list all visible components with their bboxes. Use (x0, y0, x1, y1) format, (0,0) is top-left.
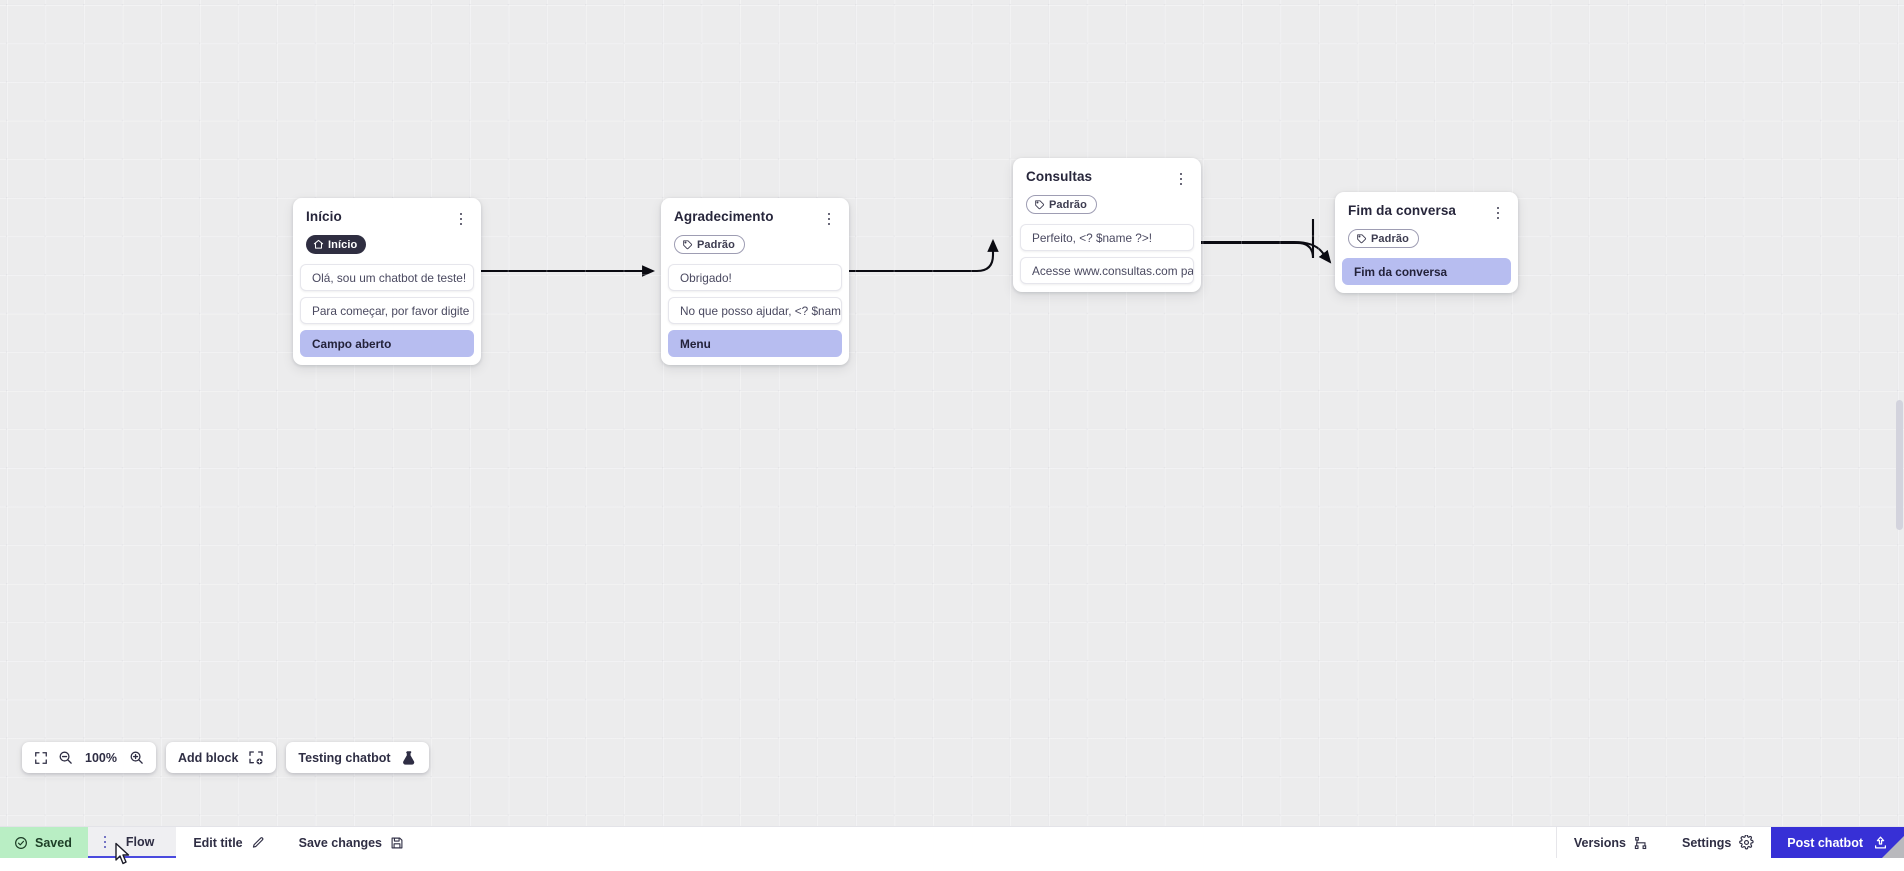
zoom-in-icon[interactable] (129, 750, 144, 765)
edge-agradecimento-consultas (849, 241, 993, 271)
flow-node-agradecimento[interactable]: Agradecimento Padrão Obrigado! No que po… (661, 198, 849, 365)
node-tag-row: Padrão (661, 228, 849, 264)
floppy-disk-icon (390, 836, 404, 850)
node-header: Início (293, 198, 481, 228)
add-block-label: Add block (178, 751, 238, 765)
node-row[interactable]: Perfeito, <? $name ?>! (1020, 224, 1194, 251)
edge-consultas-fim (1201, 219, 1313, 258)
node-tag-row: Início (293, 228, 481, 264)
save-changes-button[interactable]: Save changes (282, 827, 421, 858)
node-title: Agradecimento (674, 209, 774, 225)
versions-label: Versions (1574, 836, 1626, 850)
node-row-accent[interactable]: Menu (668, 330, 842, 357)
flow-node-consultas[interactable]: Consultas Padrão Perfeito, <? $name ?>! … (1013, 158, 1201, 292)
node-tag-padrao[interactable]: Padrão (1348, 229, 1419, 248)
add-block-icon (248, 750, 264, 766)
node-row[interactable]: Para começar, por favor digite o ... (300, 297, 474, 324)
tab-flow[interactable]: Flow (88, 827, 176, 858)
tag-icon (1034, 199, 1045, 210)
testing-chatbot-label: Testing chatbot (298, 751, 390, 765)
node-header: Fim da conversa (1335, 192, 1518, 222)
node-rows: Olá, sou um chatbot de teste! Para começ… (293, 264, 481, 357)
zoom-level-label: 100% (83, 751, 119, 765)
settings-label: Settings (1682, 836, 1731, 850)
fit-screen-icon[interactable] (34, 751, 48, 765)
node-tag-padrao[interactable]: Padrão (1026, 195, 1097, 214)
vertical-scrollbar-thumb[interactable] (1896, 400, 1903, 530)
gear-icon (1739, 835, 1754, 850)
post-chatbot-label: Post chatbot (1787, 836, 1863, 850)
saved-status-badge: Saved (0, 827, 88, 858)
node-header: Consultas (1013, 158, 1201, 188)
node-rows: Fim da conversa (1335, 258, 1518, 285)
flow-canvas[interactable]: Início Início Olá, sou um chatbot de tes… (0, 0, 1904, 826)
canvas-toolbar: 100% Add block Testing chatbot (22, 742, 429, 773)
node-tag-inicio[interactable]: Início (306, 235, 366, 254)
branch-icon (1634, 836, 1648, 850)
zoom-out-icon[interactable] (58, 750, 73, 765)
node-row-accent[interactable]: Campo aberto (300, 330, 474, 357)
node-row[interactable]: Acesse www.consultas.com par... (1020, 257, 1194, 284)
settings-button[interactable]: Settings (1665, 827, 1771, 858)
edge-consultas-fim-visible (1201, 242, 1330, 262)
node-title: Consultas (1026, 169, 1092, 185)
bottom-status-bar: Saved Flow Edit title Save changes Versi… (0, 826, 1904, 858)
node-tag-label: Padrão (697, 239, 735, 251)
flow-node-inicio[interactable]: Início Início Olá, sou um chatbot de tes… (293, 198, 481, 365)
edit-title-button[interactable]: Edit title (176, 827, 281, 858)
tag-icon (682, 239, 693, 250)
edit-title-label: Edit title (193, 836, 242, 850)
flask-icon (401, 750, 417, 766)
node-tag-label: Padrão (1049, 199, 1087, 211)
flow-node-fim-da-conversa[interactable]: Fim da conversa Padrão Fim da conversa (1335, 192, 1518, 293)
node-row[interactable]: No que posso ajudar, <? $name ... (668, 297, 842, 324)
tab-flow-label: Flow (126, 835, 154, 849)
bottom-bar-spacer (421, 827, 1556, 858)
node-row[interactable]: Obrigado! (668, 264, 842, 291)
testing-chatbot-button[interactable]: Testing chatbot (286, 742, 428, 773)
saved-label: Saved (35, 836, 72, 850)
check-circle-icon (14, 836, 28, 850)
vertical-scrollbar[interactable] (1895, 0, 1904, 826)
node-tag-row: Padrão (1013, 188, 1201, 224)
node-tag-label: Início (328, 239, 357, 251)
add-block-button[interactable]: Add block (166, 742, 276, 773)
zoom-controls[interactable]: 100% (22, 742, 156, 773)
home-icon (313, 239, 324, 250)
node-header: Agradecimento (661, 198, 849, 228)
save-changes-label: Save changes (299, 836, 382, 850)
node-row-accent[interactable]: Fim da conversa (1342, 258, 1511, 285)
node-row[interactable]: Olá, sou um chatbot de teste! (300, 264, 474, 291)
bottom-bar-right-group: Versions Settings Post chatbot (1556, 827, 1904, 858)
node-menu-kebab-icon[interactable] (821, 210, 837, 228)
node-tag-label: Padrão (1371, 233, 1409, 245)
pencil-icon (251, 836, 265, 850)
node-tag-row: Padrão (1335, 222, 1518, 258)
versions-button[interactable]: Versions (1557, 827, 1665, 858)
node-title: Início (306, 209, 342, 225)
post-chatbot-button[interactable]: Post chatbot (1771, 827, 1904, 858)
node-title: Fim da conversa (1348, 203, 1456, 219)
node-menu-kebab-icon[interactable] (453, 210, 469, 228)
node-tag-padrao[interactable]: Padrão (674, 235, 745, 254)
flow-kebab-icon[interactable] (97, 833, 113, 851)
upload-icon (1873, 835, 1888, 850)
tag-icon (1356, 233, 1367, 244)
node-rows: Obrigado! No que posso ajudar, <? $name … (661, 264, 849, 357)
connector-edges (0, 0, 1904, 826)
node-menu-kebab-icon[interactable] (1490, 204, 1506, 222)
node-menu-kebab-icon[interactable] (1173, 170, 1189, 188)
node-rows: Perfeito, <? $name ?>! Acesse www.consul… (1013, 224, 1201, 284)
